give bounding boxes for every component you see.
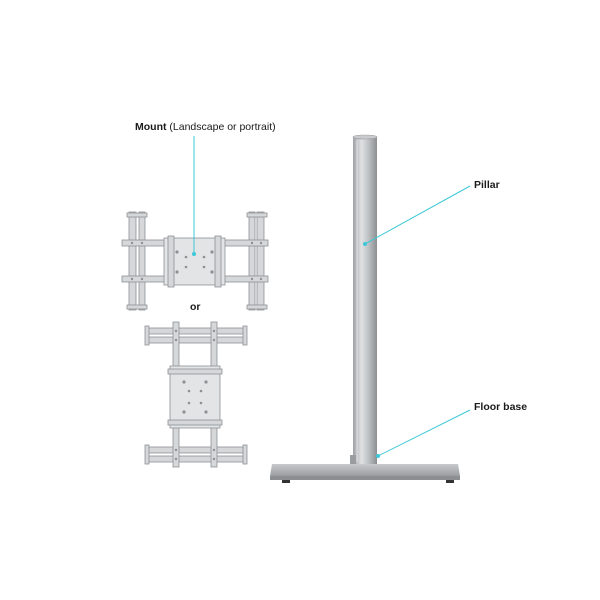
pillar-leader-dot — [363, 242, 367, 246]
pillar-label: Pillar — [474, 179, 500, 191]
floor-base-leader-dot — [376, 454, 380, 458]
mount-leader-dot — [192, 252, 196, 256]
leader-lines — [192, 136, 471, 458]
pillar-leader-line — [364, 185, 471, 245]
or-label: or — [190, 301, 201, 313]
pillar — [352, 134, 378, 465]
mount-label-bold: Mount — [135, 121, 167, 133]
mount-label: Mount (Landscape or portrait) — [135, 121, 276, 133]
mount-portrait — [144, 321, 248, 468]
mount-landscape — [121, 211, 269, 311]
floor-base-label: Floor base — [474, 401, 528, 413]
floor-base — [270, 455, 460, 483]
mount-label-detail: (Landscape or portrait) — [166, 121, 276, 133]
floor-base-leader-line — [377, 409, 471, 457]
